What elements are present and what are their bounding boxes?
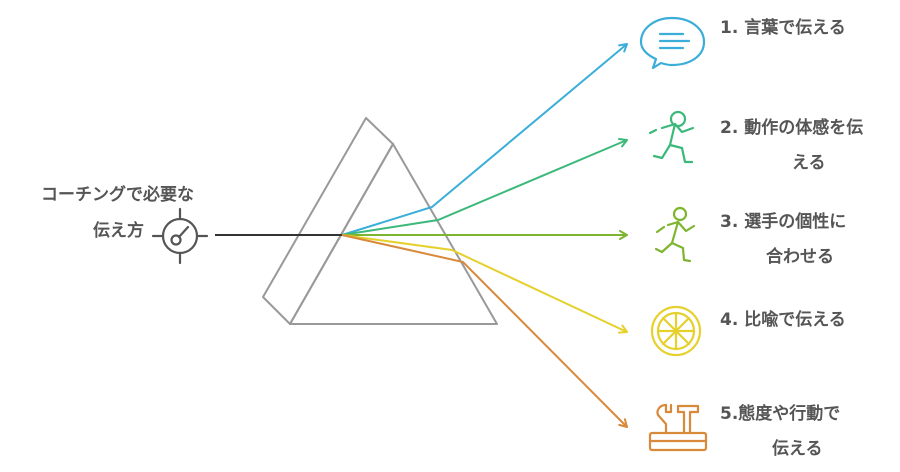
beam-2 (341, 138, 628, 236)
method-5-line1: 5.態度や行動で (720, 404, 841, 424)
speech-bubble-icon (639, 16, 706, 70)
beam-5 (341, 234, 628, 428)
method-5-line2: 伝える (772, 439, 823, 459)
wheel-icon (650, 305, 702, 357)
prism (262, 117, 498, 325)
method-3-label: 3. 選手の個性に 合わせる (720, 211, 846, 268)
method-2-line1: 2. 動作の体感を伝 (720, 118, 864, 138)
method-4-label: 4. 比喩で伝える (720, 309, 846, 331)
prism-back-face (262, 117, 394, 325)
method-4-line1: 4. 比喩で伝える (720, 310, 846, 330)
beam-1 (341, 43, 628, 236)
method-1-label: 1. 言葉で伝える (720, 17, 846, 39)
method-3-line2: 合わせる (766, 247, 834, 267)
method-3-line1: 3. 選手の個性に (720, 212, 847, 232)
method-5-label: 5.態度や行動で 伝える (720, 403, 840, 460)
beam-4 (341, 234, 628, 334)
method-2-label: 2. 動作の体感を伝 える (720, 117, 863, 174)
source-label-2: 伝え方 (16, 220, 144, 242)
runner-icon (654, 206, 696, 263)
target-gauge-icon (151, 207, 209, 265)
source-label-line1: コーチングで必要な (41, 185, 194, 205)
source-label: コーチングで必要な (16, 184, 194, 206)
source-label-line2: 伝え方 (93, 221, 144, 241)
toolbox-icon (648, 403, 708, 452)
output-beams (341, 43, 628, 428)
method-2-line2: える (792, 153, 826, 173)
method-1-line1: 1. 言葉で伝える (720, 18, 846, 38)
running-person-icon (648, 110, 695, 164)
